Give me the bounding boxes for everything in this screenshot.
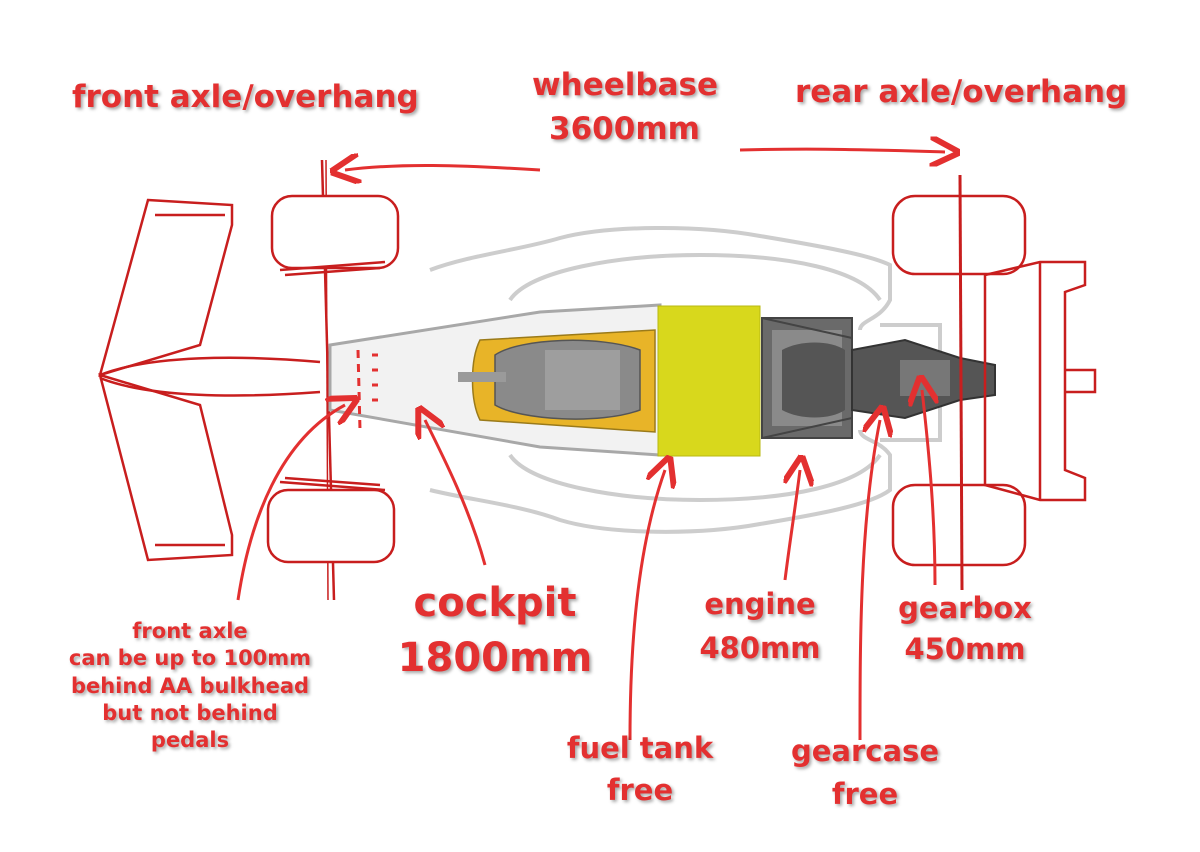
front-axle-note-line: front axle (132, 619, 248, 643)
bulkhead-marks (356, 349, 378, 431)
fuel-tank (657, 305, 761, 457)
rear-wing (983, 260, 1097, 502)
engine-title: engine (704, 587, 816, 621)
rear-overhang-label: rear axle/overhang (795, 74, 1128, 110)
engine-arrow (785, 470, 800, 581)
front-axle-note-line: behind AA bulkhead (70, 673, 310, 698)
gearcase-value: free (831, 777, 899, 811)
front-wing (98, 198, 321, 562)
engine (761, 317, 853, 439)
front-left-wheel (270, 194, 400, 277)
gearcase-arrow (858, 420, 880, 741)
gearbox-title: gearbox (898, 591, 1032, 625)
cockpit-value: 1800mm (397, 635, 593, 681)
wheelbase-arrow-left (345, 165, 541, 170)
pointer-arrows (236, 390, 935, 741)
front-right-wheel (266, 476, 396, 564)
rear-axle-line (958, 174, 964, 591)
front-axle-note-line: pedals (150, 728, 230, 753)
gearcase-title: gearcase (791, 734, 939, 768)
cockpit-title: cockpit (413, 580, 577, 626)
chassis (328, 303, 662, 457)
front-overhang-label: front axle/overhang (72, 79, 419, 115)
gearbox-arrow (922, 390, 935, 586)
rear-right-wheel (891, 483, 1027, 567)
wheelbase-arrow-right (739, 149, 945, 152)
cockpit-arrow (425, 420, 487, 566)
fuel-tank-arrow (628, 470, 665, 741)
front-axle-note: front axle can be up to 100mm behind AA … (40, 618, 340, 754)
gearbox-value: 450mm (904, 632, 1026, 666)
wheelbase-value: 3600mm (549, 111, 700, 147)
front-axle-note-line: but not behind (102, 700, 278, 725)
fuel-tank-title: fuel tank (566, 731, 714, 765)
wheelbase-title: wheelbase (532, 67, 718, 103)
front-axle-note-arrow (236, 405, 345, 601)
engine-value: 480mm (699, 631, 821, 665)
front-axle-note-line: can be up to 100mm (68, 646, 312, 671)
fuel-tank-value: free (606, 773, 674, 807)
